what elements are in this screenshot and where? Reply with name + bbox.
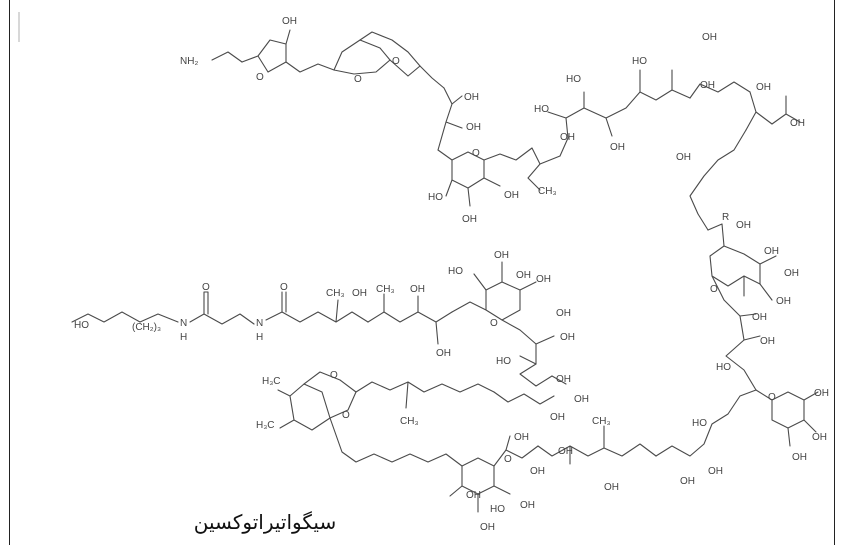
label-oh-37: OH [556,308,571,319]
top-left-ring-system [211,29,463,151]
label-ho-1: HO [428,192,443,203]
label-oh-10: OH [756,82,771,93]
label-ho-7: HO [490,504,505,515]
frame-artifact [18,12,20,42]
label-h-1: H [180,332,187,343]
atom-labels: NH₂ OH O O O OH OH O HO OH OH CH₃ HO HO … [74,16,829,533]
lower-aliphatic-chain [329,417,463,467]
label-r: R [722,212,729,223]
label-oh-13: OH [736,220,751,231]
label-ch3-3: CH₃ [400,416,419,427]
label-oh-20: OH [812,432,827,443]
label-oh-19: OH [814,388,829,399]
label-oh-8: OH [700,80,715,91]
label-oh-2: OH [464,92,479,103]
label-o-12: O [490,318,498,329]
label-oh-39: OH [556,374,571,385]
label-oh-14: OH [764,246,779,257]
label-oh-25: OH [558,446,573,457]
label-ch3-4: CH₃ [326,288,345,299]
label-o-10: O [202,282,210,293]
bottom-alkene-chain [505,425,657,465]
label-oh-6: OH [560,132,575,143]
label-oh-32: OH [410,284,425,295]
label-oh-36: OH [536,274,551,285]
label-oh-17: OH [752,312,767,323]
figure-frame [9,0,835,545]
label-o-2: O [354,74,362,85]
label-o-1: O [256,72,264,83]
label-n-2: N [256,318,263,329]
label-oh-30: OH [480,522,495,533]
amide-side-chain [71,291,453,345]
label-oh-33: OH [436,348,451,359]
label-ho-10: HO [496,356,511,367]
label-oh-35: OH [516,270,531,281]
label-oh-34: OH [494,250,509,261]
label-ho-9: HO [448,266,463,277]
label-oh-40: OH [574,394,589,405]
label-oh-5: OH [504,190,519,201]
label-ho-5: HO [716,362,731,373]
label-oh-27: OH [530,466,545,477]
label-ho-4: HO [632,56,647,67]
label-ch3-5: CH₃ [376,284,395,295]
lower-right-oxane [655,389,819,457]
right-diene-pyran [689,129,777,391]
label-o-7: O [504,454,512,465]
label-oh-9: OH [702,32,717,43]
middle-aliphatic-chain [355,381,495,409]
bottom-pyran-ring [449,435,511,513]
label-oh-16: OH [776,296,791,307]
label-o-5: O [710,284,718,295]
label-oh-28: OH [466,490,481,501]
label-oh-24: OH [604,482,619,493]
label-ch2n: (CH₂)₃ [132,322,161,333]
left-spiroketal [277,371,357,431]
label-o-6: O [768,392,776,403]
label-ho-3: HO [566,74,581,85]
pyran-ring-top-middle [437,147,561,207]
label-oh-3: OH [466,122,481,133]
label-n-1: N [180,318,187,329]
label-oh-7: OH [610,142,625,153]
label-o-4: O [472,148,480,159]
label-ho-6: HO [692,418,707,429]
label-ho-8: HO [74,320,89,331]
label-oh-23: OH [680,476,695,487]
label-ch3-2: CH₃ [592,416,611,427]
upper-polyol-chain [547,69,801,157]
label-oh-26: OH [514,432,529,443]
label-oh-41: OH [550,412,565,423]
label-o-3: O [392,56,400,67]
label-h-2: H [256,332,263,343]
label-oh-31: OH [352,288,367,299]
label-oh-12: OH [676,152,691,163]
label-h3c-1: H₃C [262,376,281,387]
label-oh-18: OH [760,336,775,347]
label-oh-29: OH [520,500,535,511]
label-nh2: NH₂ [180,56,198,67]
label-oh-21: OH [792,452,807,463]
label-ch3-1: CH₃ [538,186,557,197]
label-h3c-2: H₃C [256,420,275,431]
molecule-name-caption: سیگواتیراتوکسین [193,510,337,534]
label-ho-2: HO [534,104,549,115]
label-o-9: O [342,410,350,421]
middle-pyran-polyol [451,261,567,405]
label-o-11: O [280,282,288,293]
label-oh-11: OH [790,118,805,129]
label-o-8: O [330,370,338,381]
label-oh-1: OH [282,16,297,27]
label-oh-22: OH [708,466,723,477]
label-oh-15: OH [784,268,799,279]
label-oh-38: OH [560,332,575,343]
label-oh-4: OH [462,214,477,225]
